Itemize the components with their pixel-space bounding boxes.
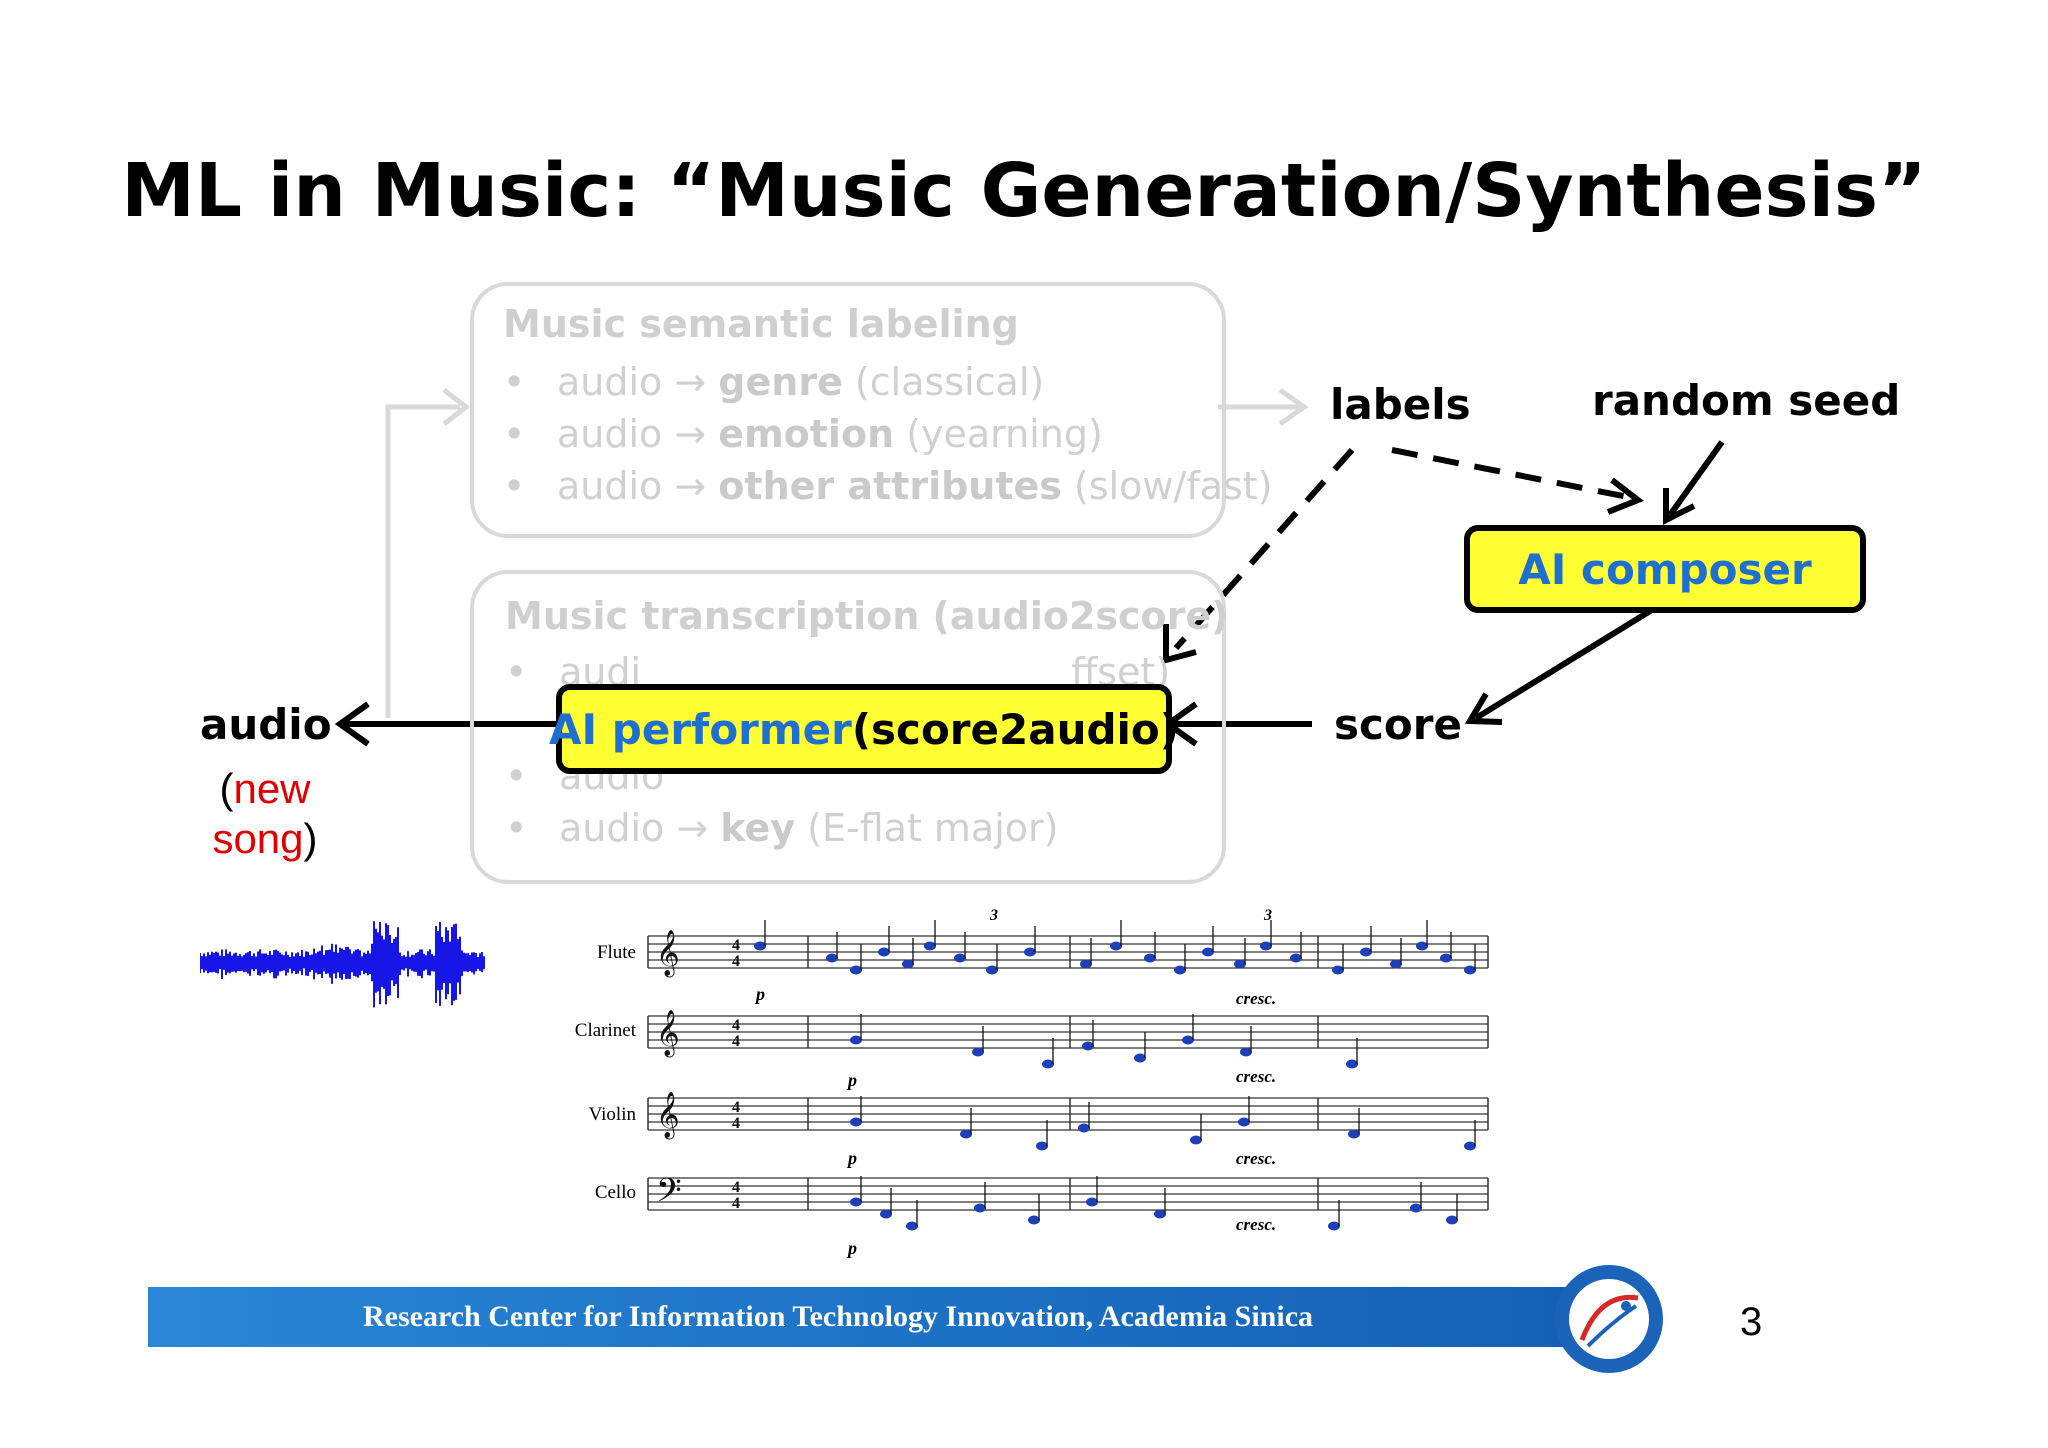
semantic-labeling-heading: Music semantic labeling — [503, 302, 1019, 346]
ai-performer-label: AI performer — [549, 704, 852, 754]
svg-text:4: 4 — [732, 1099, 740, 1116]
tuplet-number: 3 — [1263, 907, 1272, 924]
footer-text: Research Center for Information Technolo… — [362, 1300, 1314, 1333]
list-item: audio → other attributes (slow/fast) — [503, 460, 1273, 512]
transcription-heading: Music transcription (audio2score) — [505, 594, 1229, 638]
semantic-labeling-list: audio → genre (classical) audio → emotio… — [503, 356, 1273, 512]
dashed-labels-to-performer — [1173, 448, 1355, 650]
svg-text:𝄢: 𝄢 — [656, 1172, 682, 1217]
page-number: 3 — [1740, 1300, 1763, 1344]
dynamic-mark: p — [846, 1148, 857, 1168]
gray-loop-line — [385, 404, 460, 718]
instrument-label-flute: Flute — [597, 942, 636, 963]
audio-arrowhead — [334, 701, 370, 747]
svg-text:4: 4 — [732, 937, 740, 954]
ai-composer-box: AI composer — [1464, 525, 1866, 613]
footer-bar — [148, 1287, 1568, 1347]
composer-to-score — [1474, 602, 1662, 721]
svg-text:4: 4 — [732, 1033, 740, 1050]
transcription-box — [470, 570, 1226, 884]
ai-composer-label: AI composer — [1518, 544, 1812, 594]
new-song-caption: (new song) — [212, 765, 318, 862]
instrument-label-clarinet: Clarinet — [575, 1020, 637, 1041]
cresc-mark: cresc. — [1236, 1067, 1276, 1086]
dynamic-mark: p — [754, 984, 765, 1004]
cresc-mark: cresc. — [1236, 989, 1276, 1008]
audio-node: audio — [200, 700, 332, 749]
svg-text:𝄞: 𝄞 — [656, 1010, 680, 1058]
seed-to-composer — [1667, 440, 1725, 517]
score-node: score — [1334, 700, 1462, 749]
list-item: audio → genre (classical) — [503, 356, 1273, 408]
svg-text:𝄞: 𝄞 — [656, 1092, 680, 1140]
gray-labels-arrowhead — [1278, 387, 1309, 427]
tuplet-number: 3 — [989, 907, 998, 924]
dynamic-mark: p — [846, 1070, 857, 1090]
svg-text:4: 4 — [732, 1017, 740, 1034]
cresc-mark: cresc. — [1236, 1149, 1276, 1168]
svg-text:𝄞: 𝄞 — [656, 930, 680, 978]
seed-arrowhead — [1663, 488, 1696, 525]
list-item: audio → key (E-flat major) — [505, 802, 1170, 854]
audio-waveform — [200, 921, 485, 1008]
institution-logo — [1555, 1265, 1663, 1373]
sheet-music-figure: 𝄞44𝄞44𝄞44𝄢44 Flute Clarinet Violin Cello… — [575, 907, 1489, 1258]
instrument-label-cello: Cello — [595, 1182, 636, 1203]
gray-loop-arrowhead — [442, 388, 471, 426]
dynamic-mark: p — [846, 1238, 857, 1258]
score-arrowhead — [1464, 692, 1503, 725]
svg-text:4: 4 — [732, 1115, 740, 1132]
svg-text:4: 4 — [732, 1195, 740, 1212]
svg-text:4: 4 — [732, 953, 740, 970]
random-seed-node: random seed — [1592, 376, 1901, 425]
slide-title: ML in Music: “Music Generation/Synthesis… — [121, 148, 1927, 234]
svg-text:4: 4 — [732, 1179, 740, 1196]
list-item: audio → emotion (yearning) — [503, 408, 1273, 460]
cresc-mark: cresc. — [1236, 1215, 1276, 1234]
labels-node: labels — [1330, 380, 1471, 429]
ai-performer-suffix: (score2audio) — [851, 704, 1179, 754]
ai-performer-box: AI performer (score2audio) — [549, 684, 1179, 774]
instrument-label-violin: Violin — [589, 1104, 637, 1125]
dashed-labels-to-composer — [1391, 447, 1629, 500]
dashed-composer-arrowhead — [1606, 477, 1645, 515]
